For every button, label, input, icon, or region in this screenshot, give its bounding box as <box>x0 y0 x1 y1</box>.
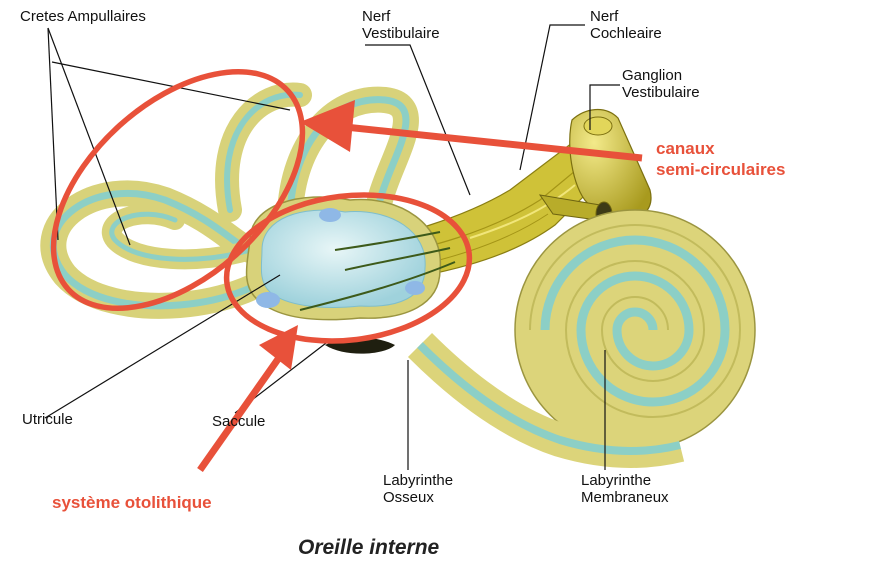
figure-caption: Oreille interne <box>298 536 439 560</box>
label-saccule: Saccule <box>212 413 265 430</box>
annotation-systeme-otolithique: système otolithique <box>52 492 212 513</box>
otolithique-arrow-shaft <box>200 352 283 470</box>
label-labyrinthe-osseux: Labyrinthe Osseux <box>383 472 453 506</box>
nerf-vestibulaire-end <box>584 117 612 135</box>
label-utricule: Utricule <box>22 411 73 428</box>
label-ganglion-vestibulaire: Ganglion Vestibulaire <box>622 67 700 101</box>
label-labyrinthe-membraneux: Labyrinthe Membraneux <box>581 472 669 506</box>
annotation-canaux-semi-circulaires: canaux semi-circulaires <box>656 138 785 180</box>
label-nerf-vestibulaire: Nerf Vestibulaire <box>362 8 440 42</box>
label-nerf-cochleaire: Nerf Cochleaire <box>590 8 662 42</box>
label-cretes-ampullaires: Cretes Ampullaires <box>20 8 146 25</box>
